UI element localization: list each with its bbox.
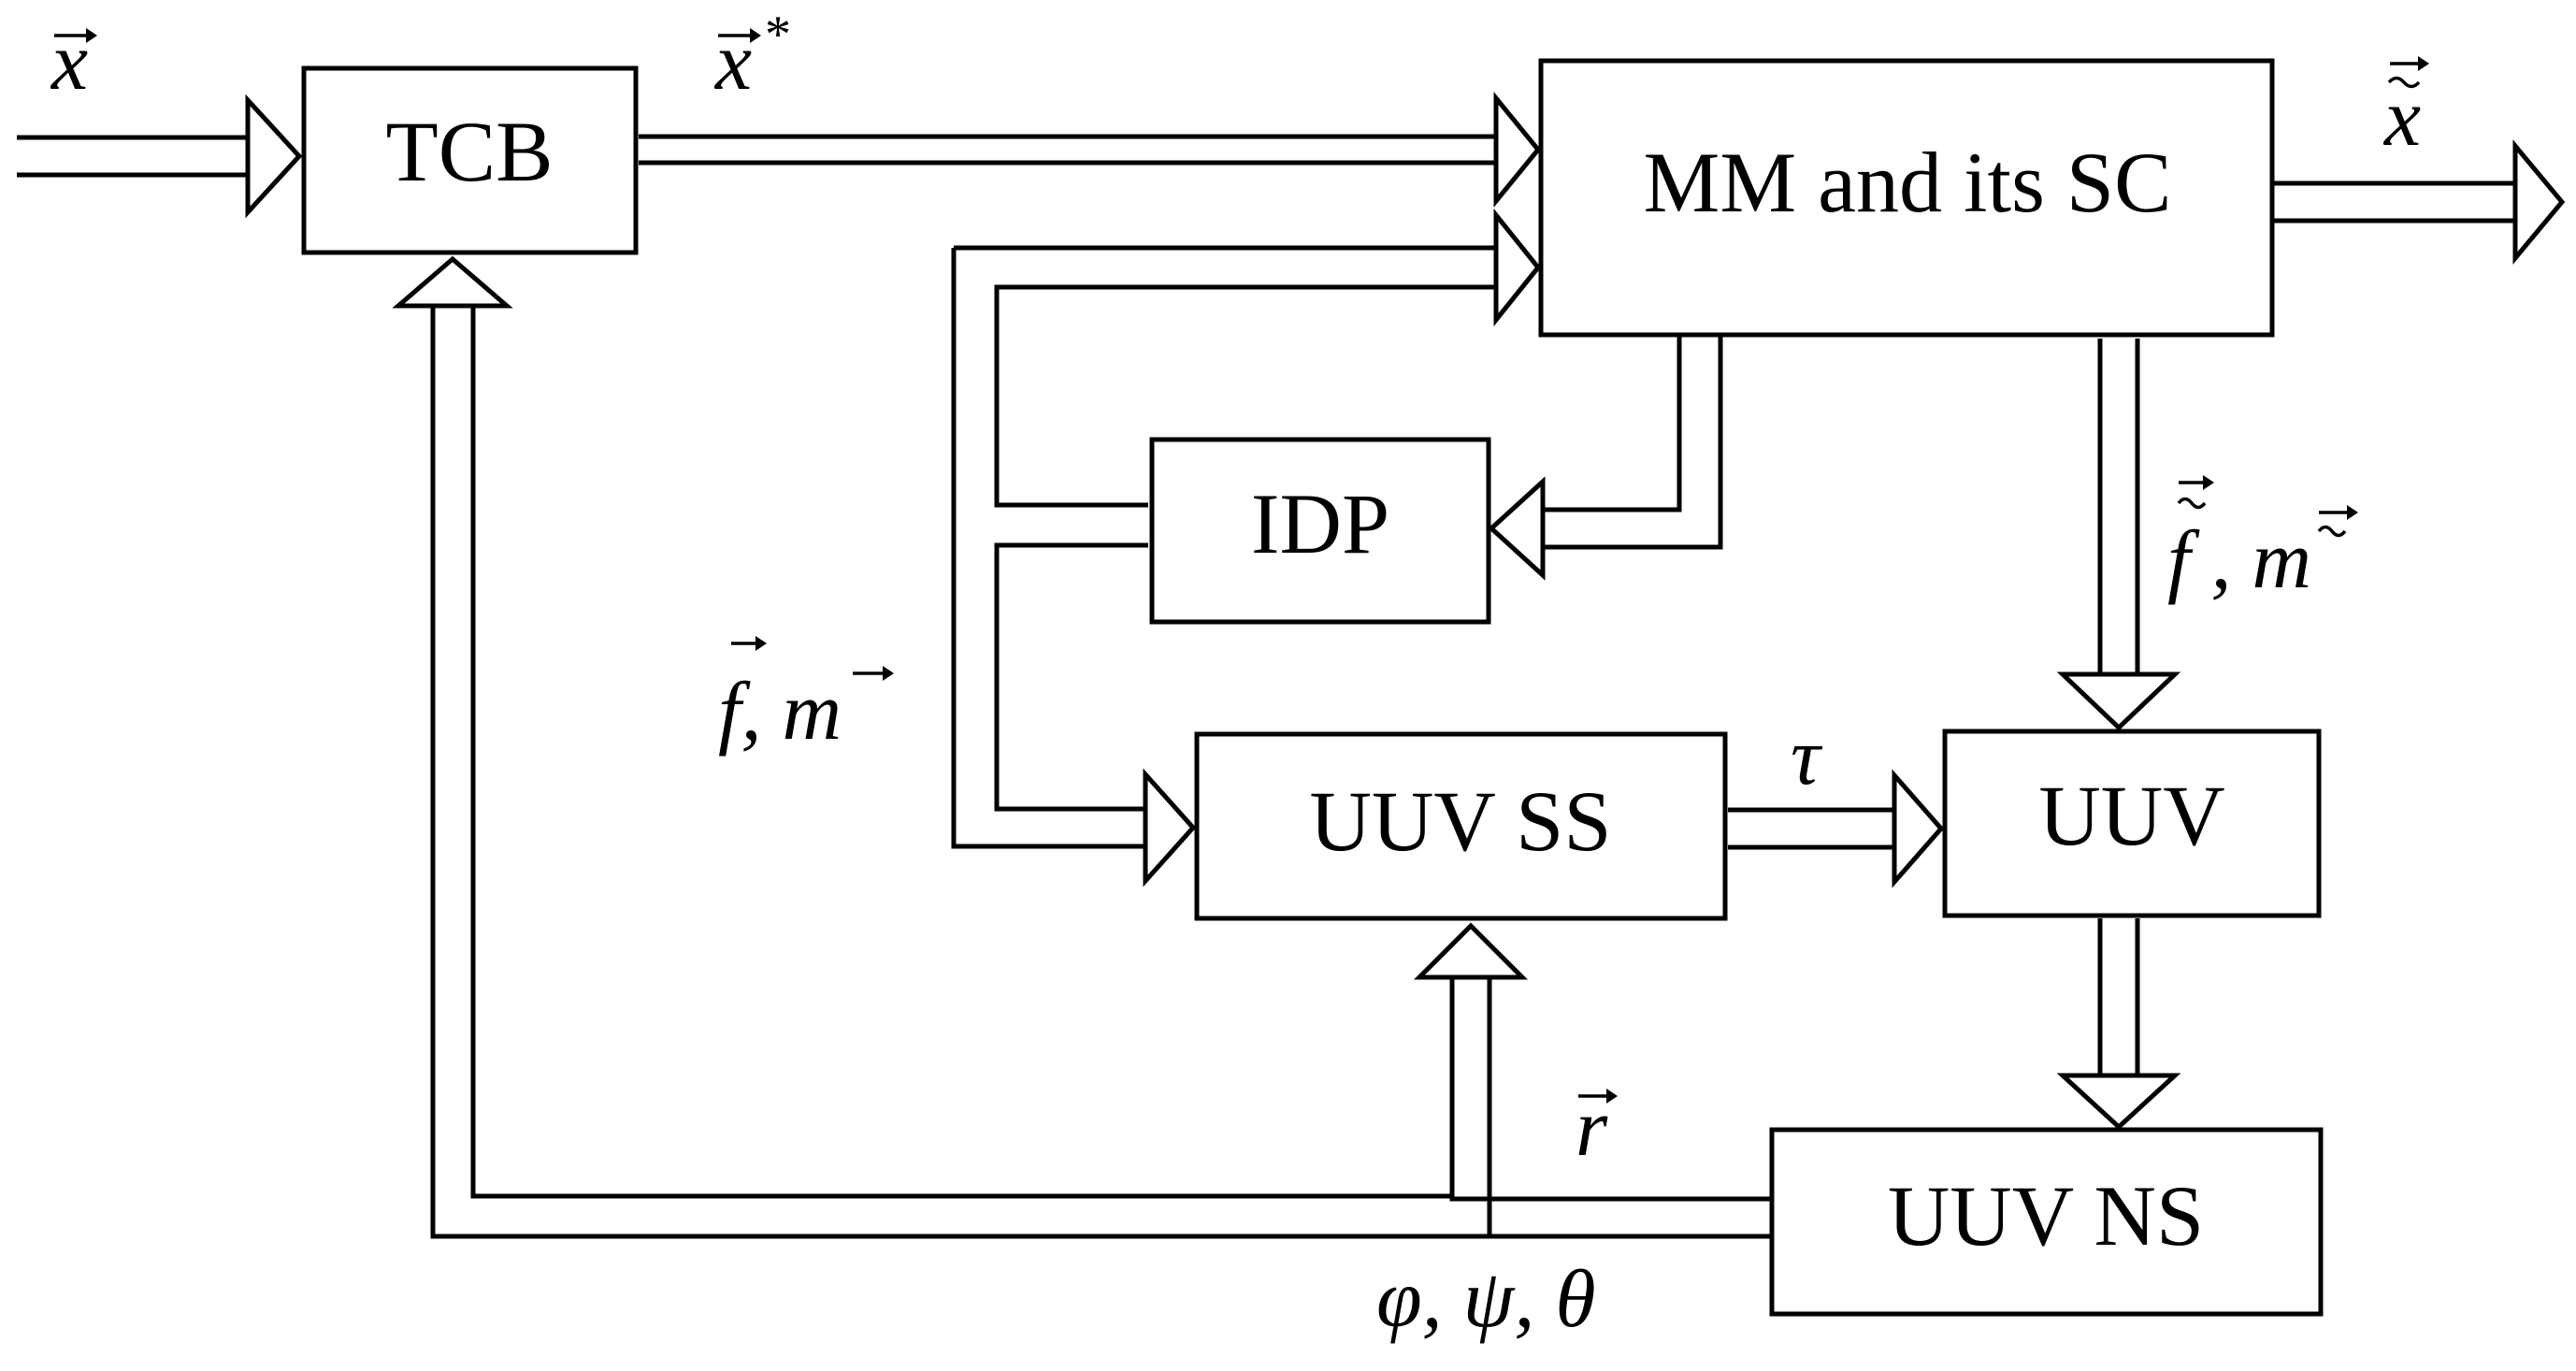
uuv-ns-to-uuv-ss-arrow	[1413, 922, 1770, 1239]
mm-output-arrow	[2274, 139, 2566, 265]
tcb-to-mm-arrow	[639, 91, 1542, 209]
uuv-ns-block: UUV NS	[1769, 1127, 2324, 1317]
signal-angles: φ, ψ, θ	[1376, 1254, 1596, 1345]
uuv-ns-label: UUV NS	[1888, 1168, 2204, 1263]
signal-x-tilde: x	[2382, 56, 2429, 164]
uuv-ss-label: UUV SS	[1310, 773, 1612, 869]
uuv-to-uuv-ns-arrow	[2056, 918, 2181, 1131]
signal-f-m: f, m	[718, 636, 894, 758]
tcb-label: TCB	[386, 104, 554, 199]
mm-block: MM and its SC	[1538, 58, 2275, 338]
uuv-ss-block: UUV SS	[1194, 731, 1728, 921]
signal-x-star: x *	[713, 6, 791, 108]
signal-tau: τ	[1791, 712, 1823, 802]
signal-x-tilde-text: x	[2382, 73, 2421, 164]
signal-x-star-text: x	[713, 17, 752, 108]
signal-angles-text: φ, ψ, θ	[1376, 1254, 1596, 1345]
idp-label: IDP	[1251, 476, 1389, 571]
input-x-arrow	[17, 94, 303, 219]
signal-x-star-sup: *	[765, 6, 791, 64]
signal-x-input: x	[50, 17, 97, 108]
tcb-block: TCB	[301, 65, 639, 255]
idp-block: IDP	[1149, 437, 1491, 625]
idp-to-uuv-ss-arrow	[951, 248, 1197, 888]
uuv-ss-to-uuv-arrow	[1728, 769, 1945, 888]
signal-x-input-text: x	[50, 17, 88, 108]
uuv-ns-to-tcb-arrow	[392, 255, 1770, 1239]
signal-r: r	[1576, 1083, 1618, 1174]
mm-to-idp-arrow	[1488, 337, 1723, 581]
signal-tau-text: τ	[1791, 712, 1823, 802]
signal-f-m-text: f, m	[718, 667, 842, 758]
signal-f-tilde-m-tilde: f , m	[2167, 475, 2358, 606]
uuv-label: UUV	[2038, 768, 2224, 863]
idp-to-mm-arrow	[954, 208, 1542, 508]
signal-r-text: r	[1576, 1083, 1608, 1174]
mm-to-uuv-arrow	[2056, 339, 2181, 731]
mm-label: MM and its SC	[1644, 135, 2172, 230]
signal-f-tilde-m-tilde-text: f , m	[2167, 515, 2311, 606]
uuv-block: UUV	[1942, 729, 2322, 918]
